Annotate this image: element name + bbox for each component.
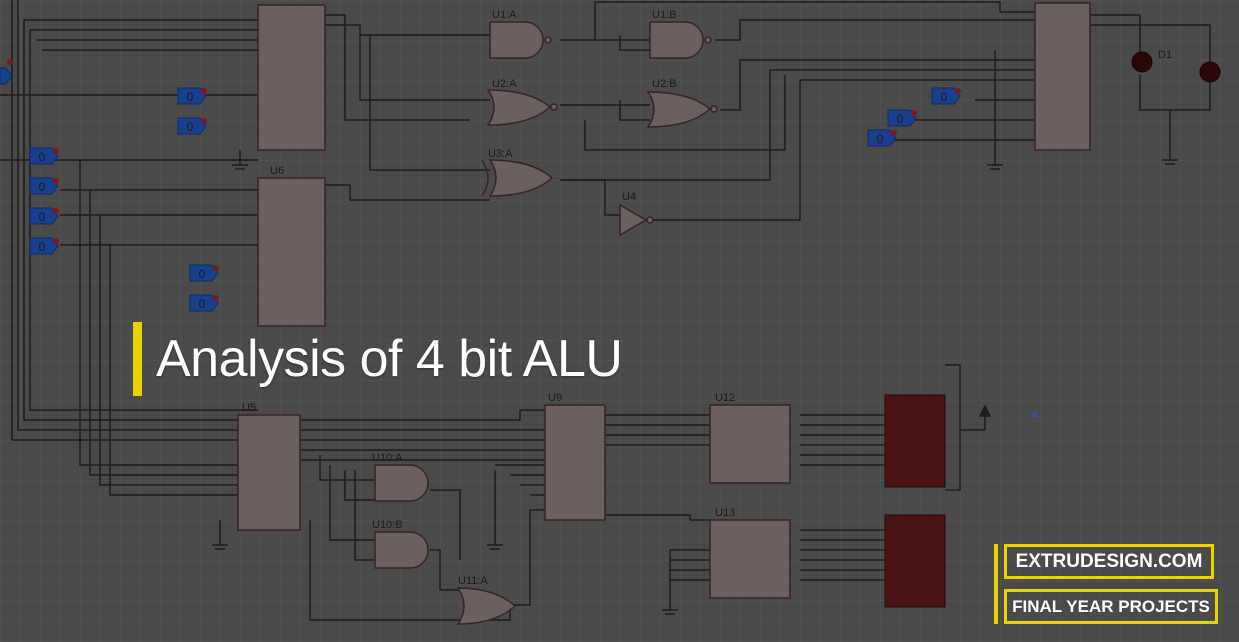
gate-label-u4: U4 bbox=[622, 191, 636, 203]
title-banner: Analysis of 4 bit ALU bbox=[133, 322, 623, 396]
title-accent-bar bbox=[133, 322, 142, 396]
ic-label-u6: U6 bbox=[270, 165, 284, 177]
ic-label-u12: U12 bbox=[715, 392, 735, 404]
probe-state-label: 0 bbox=[199, 297, 206, 311]
probe-state-label: 0 bbox=[39, 180, 46, 194]
ic-label-u9: U9 bbox=[548, 392, 562, 404]
probe-state-label: 0 bbox=[39, 150, 46, 164]
led-label-d1: D1 bbox=[1158, 49, 1172, 61]
probe-state-label: 0 bbox=[187, 120, 194, 134]
probe-state-label: 0 bbox=[187, 90, 194, 104]
gate-label-u1b: U1:B bbox=[652, 9, 676, 21]
brand-site: EXTRUDESIGN.COM bbox=[1004, 544, 1214, 579]
probe-state-label: 0 bbox=[39, 240, 46, 254]
probe-state-label: 0 bbox=[877, 132, 884, 146]
gate-label-u10a: U10:A bbox=[372, 452, 403, 464]
probe-state-label: 0 bbox=[897, 112, 904, 126]
gate-label-u2b: U2:B bbox=[652, 78, 676, 90]
brand-badge: EXTRUDESIGN.COM FINAL YEAR PROJECTS bbox=[994, 544, 1226, 624]
page-title: Analysis of 4 bit ALU bbox=[156, 330, 623, 388]
ic-label-u5: U5 bbox=[242, 402, 256, 414]
gate-label-u3a: U3:A bbox=[488, 148, 513, 160]
gate-label-u1a: U1:A bbox=[492, 9, 517, 21]
probe-state-label: 0 bbox=[39, 210, 46, 224]
gate-label-u10b: U10:B bbox=[372, 519, 403, 531]
probe-state-label: 0 bbox=[941, 90, 948, 104]
gate-label-u11a: U11:A bbox=[458, 575, 488, 587]
brand-tagline: FINAL YEAR PROJECTS bbox=[1004, 589, 1218, 624]
brand-accent-bar bbox=[994, 544, 998, 624]
ic-label-u13: U13 bbox=[715, 507, 735, 519]
probe-state-label: 0 bbox=[199, 267, 206, 281]
gate-label-u2a: U2:A bbox=[492, 78, 517, 90]
